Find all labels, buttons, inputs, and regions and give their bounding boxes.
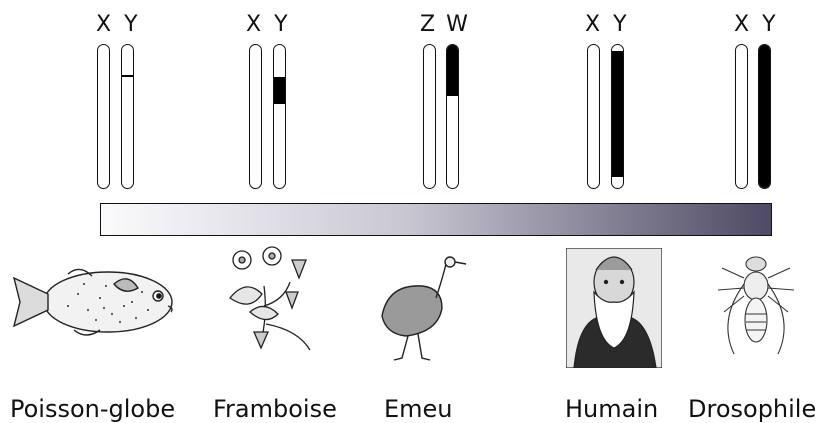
pair-label-emu: Z W: [420, 12, 468, 37]
y-chromosome-raspberry: [273, 44, 286, 189]
strawberry-plant-icon: [229, 246, 311, 351]
chromosome-label-2: W: [446, 12, 468, 37]
chromosome-label-1: X: [585, 12, 601, 37]
pair-label-human: X Y: [585, 12, 627, 37]
pair-label-raspberry: X Y: [246, 12, 288, 37]
chromosome-label-2: Y: [613, 12, 627, 37]
chromosome-label-2: Y: [124, 12, 138, 37]
sex-determining-band: [122, 75, 133, 77]
sex-determining-band: [759, 45, 770, 188]
w-chromosome-emu: [446, 44, 459, 189]
emu-icon: [381, 256, 467, 361]
chromosome-label-2: Y: [274, 12, 288, 37]
human-portrait-icon: [566, 248, 662, 368]
x-chromosome-drosophila: [735, 44, 748, 189]
x-chromosome-human: [587, 44, 600, 189]
sex-determining-band: [274, 77, 285, 104]
chromosome-label-1: X: [246, 12, 262, 37]
species-name-raspberry: Framboise: [213, 395, 337, 423]
chromosome-label-1: X: [96, 12, 112, 37]
differentiation-gradient-bar: [100, 203, 772, 236]
pufferfish-icon: [12, 268, 173, 336]
species-name-human: Humain: [565, 395, 659, 423]
z-chromosome-emu: [423, 44, 436, 189]
fruit-fly-icon: [717, 256, 795, 355]
species-name-drosophila: Drosophile: [688, 395, 817, 423]
species-name-emu: Emeu: [384, 395, 453, 423]
x-chromosome-raspberry: [249, 44, 262, 189]
y-chromosome-pufferfish: [121, 44, 134, 189]
y-chromosome-human: [611, 44, 624, 189]
chromosome-label-1: Z: [420, 12, 436, 37]
pair-label-pufferfish: X Y: [96, 12, 138, 37]
species-name-pufferfish: Poisson-globe: [10, 395, 176, 423]
sex-determining-band: [612, 51, 623, 177]
sex-determining-band: [447, 45, 458, 96]
pair-label-drosophila: X Y: [734, 12, 776, 37]
y-chromosome-drosophila: [758, 44, 771, 189]
chromosome-label-2: Y: [762, 12, 776, 37]
chromosome-label-1: X: [734, 12, 750, 37]
x-chromosome-pufferfish: [97, 44, 110, 189]
